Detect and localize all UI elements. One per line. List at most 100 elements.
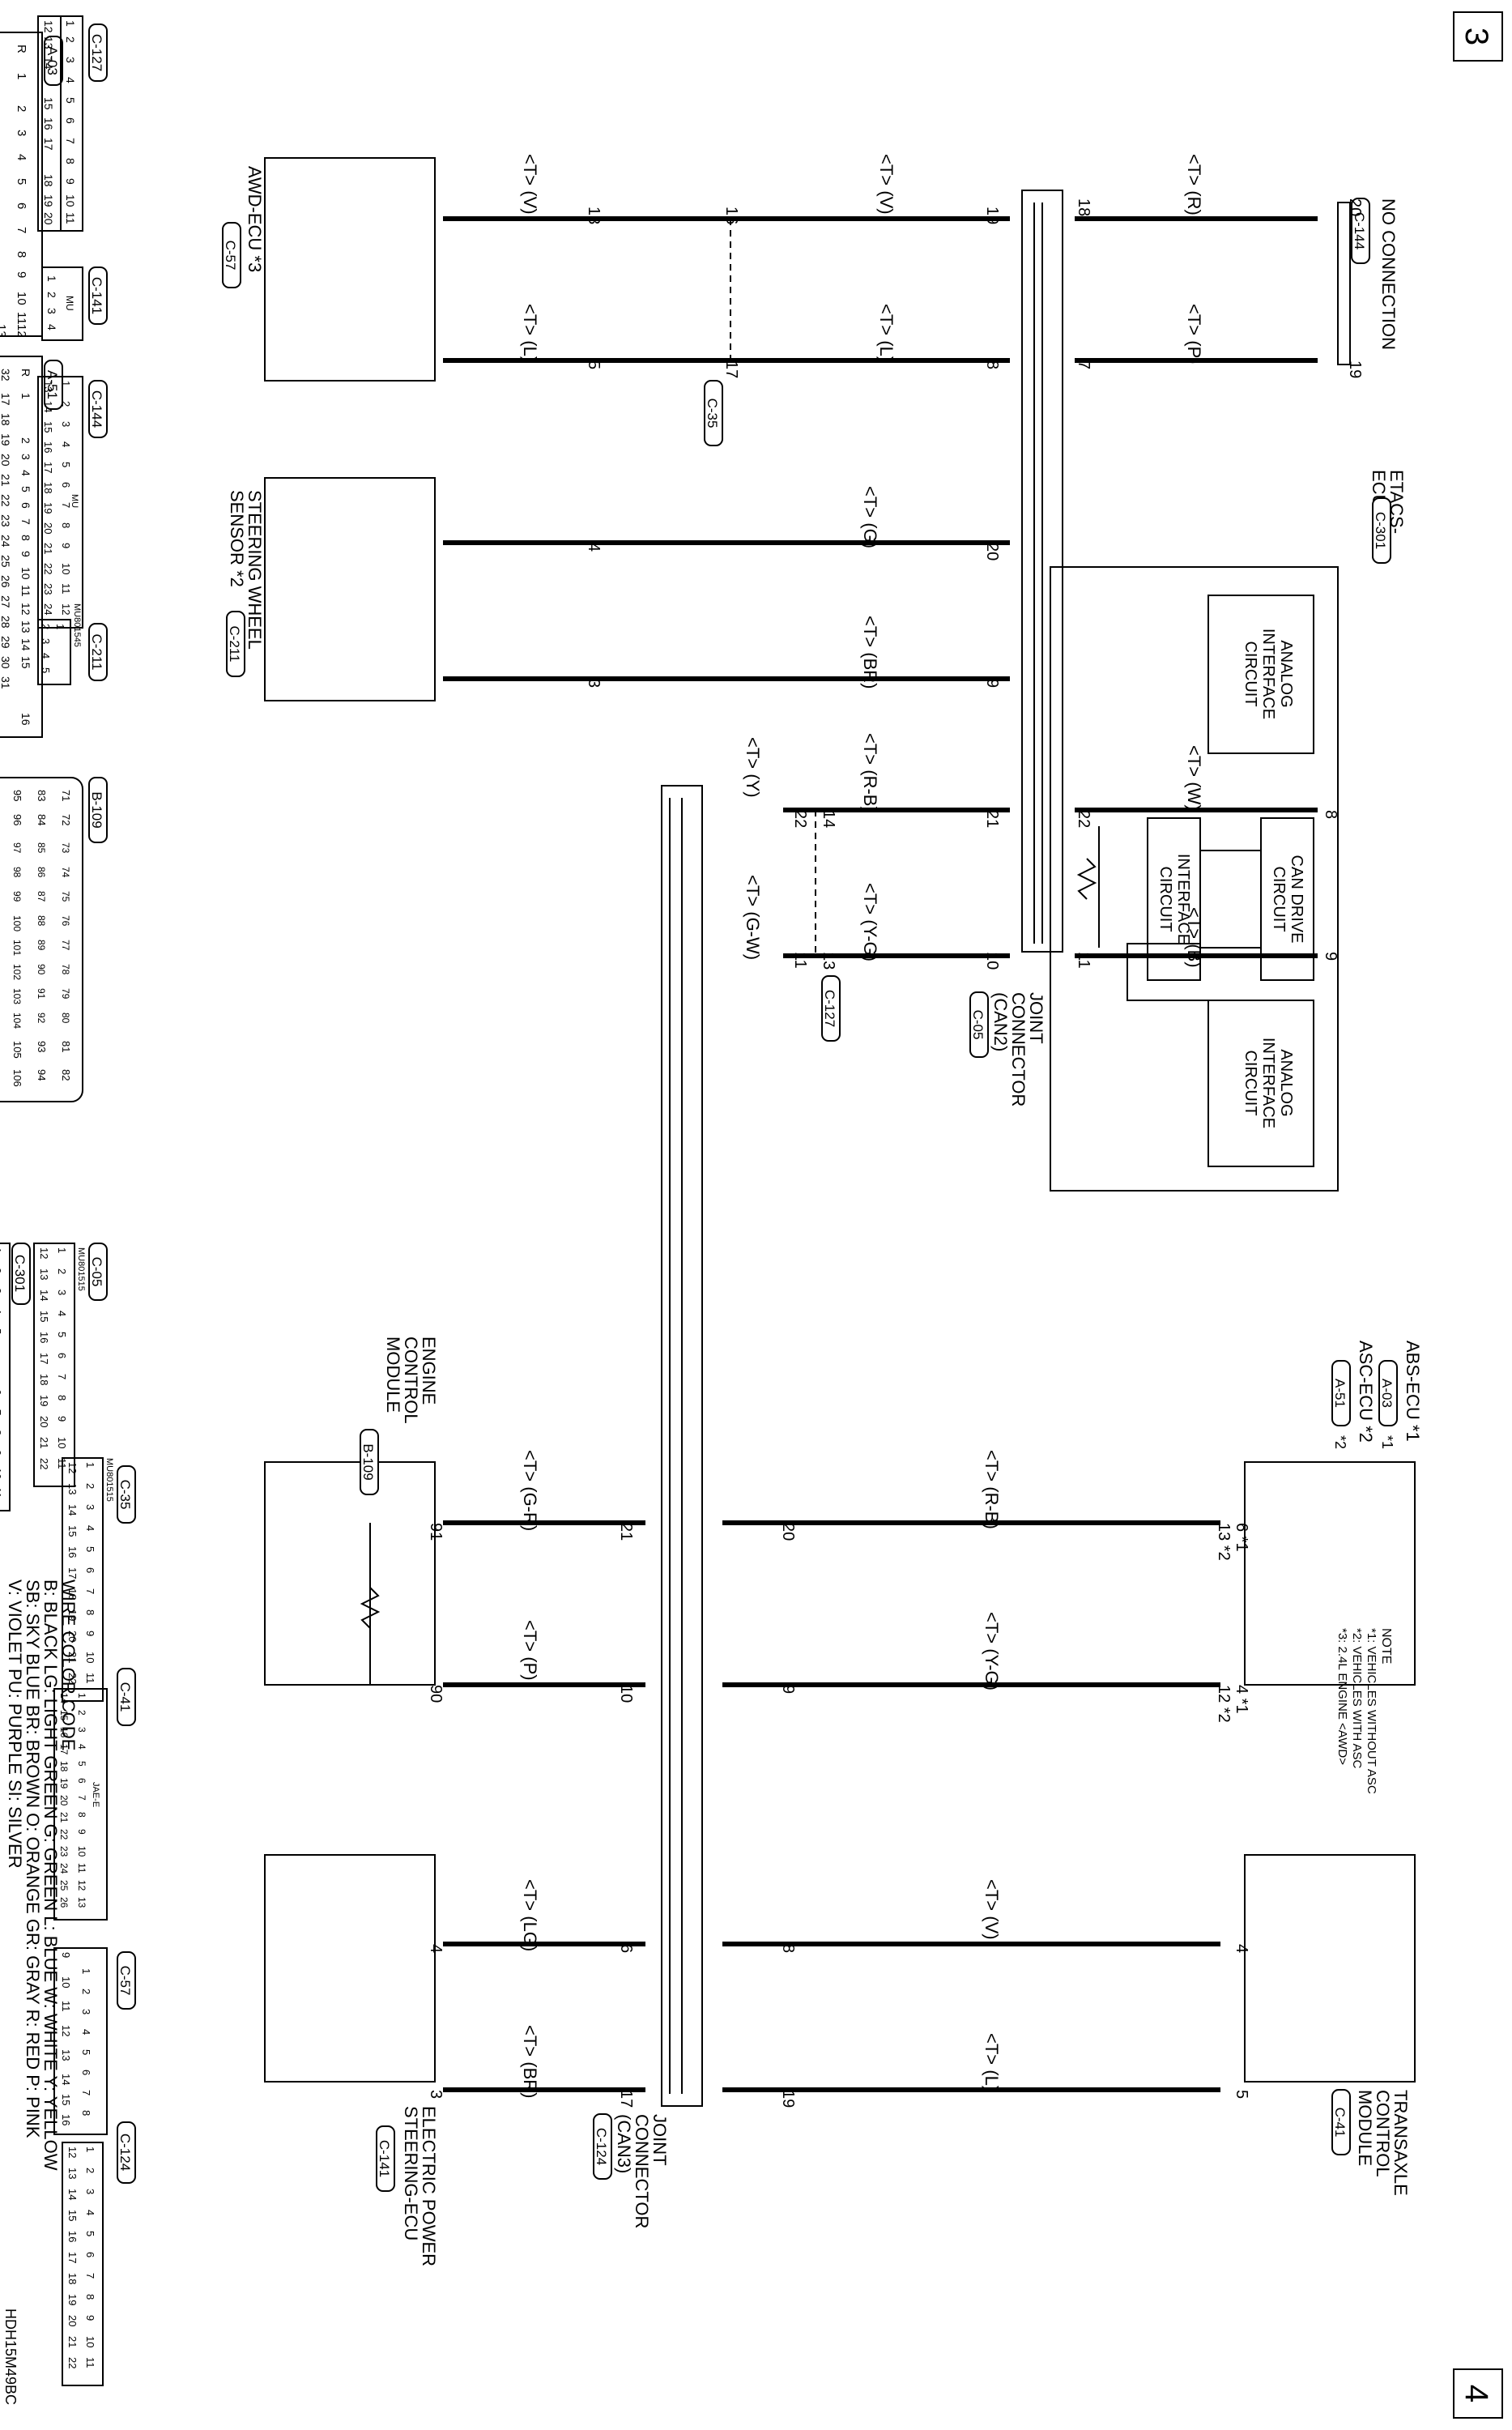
svg-text:12: 12 [66, 1462, 79, 1473]
svg-text:5: 5 [56, 1332, 68, 1337]
svg-text:21: 21 [42, 543, 54, 554]
svg-text:3: 3 [60, 421, 72, 427]
svg-text:10: 10 [19, 567, 32, 580]
page-marker-left: 3 [1453, 11, 1503, 62]
svg-text:4: 4 [60, 441, 72, 447]
svg-text:3: 3 [585, 679, 603, 688]
svg-text:86: 86 [36, 867, 47, 878]
svg-text:75: 75 [60, 891, 71, 902]
svg-text:ELECTRIC POWER: ELECTRIC POWER [419, 2106, 439, 2266]
svg-text:18: 18 [66, 2273, 79, 2284]
svg-text:9: 9 [60, 543, 72, 548]
svg-text:5: 5 [84, 1546, 96, 1552]
svg-text:<T> (V): <T> (V) [520, 154, 540, 215]
svg-text:7: 7 [1075, 360, 1092, 369]
svg-text:18: 18 [38, 1374, 50, 1385]
svg-text:15: 15 [38, 1311, 50, 1322]
svg-text:12: 12 [66, 2146, 79, 2158]
svg-text:ENGINE: ENGINE [419, 1336, 439, 1405]
svg-text:(CAN3): (CAN3) [614, 2114, 634, 2173]
svg-text:3: 3 [56, 1290, 68, 1295]
svg-text:14: 14 [42, 57, 55, 70]
svg-text:21: 21 [58, 1812, 70, 1823]
svg-text:6: 6 [84, 2252, 96, 2257]
svg-text:15: 15 [42, 421, 54, 433]
svg-text:7: 7 [56, 1374, 68, 1379]
svg-text:5: 5 [80, 2049, 92, 2055]
svg-text:11: 11 [60, 2001, 72, 2012]
svg-text:CIRCUIT: CIRCUIT [1242, 1050, 1259, 1115]
svg-text:32: 32 [0, 369, 12, 382]
svg-text:22: 22 [66, 2357, 79, 2368]
svg-text:2: 2 [15, 105, 28, 112]
svg-text:7: 7 [84, 2273, 96, 2279]
svg-text:4: 4 [80, 2029, 92, 2035]
svg-text:19: 19 [58, 1778, 70, 1789]
svg-text:C-144: C-144 [89, 390, 104, 428]
svg-text:99: 99 [11, 891, 23, 902]
svg-text:<T> (B): <T> (B) [1184, 907, 1204, 968]
svg-text:9: 9 [983, 679, 1001, 688]
connector-a51: A-51 R 1 2 3 4 5 6 7 8 9 10 11 12 13 14 … [0, 356, 63, 738]
abs-asc-ecu: ABS-ECU *1 A-03 *1 ASC-ECU *2 A-51 *2 6 … [1215, 1341, 1423, 1723]
svg-text:21: 21 [0, 474, 12, 487]
svg-text:24: 24 [42, 603, 54, 615]
svg-text:R: R [15, 45, 28, 53]
svg-text:94: 94 [36, 1069, 48, 1081]
svg-text:*2: VEHICLES WITH ASC: *2: VEHICLES WITH ASC [1350, 1628, 1364, 1769]
svg-text:1: 1 [64, 20, 77, 27]
svg-text:<T> (BR): <T> (BR) [520, 2025, 540, 2098]
svg-text:<T> (Y-G): <T> (Y-G) [860, 883, 880, 961]
svg-text:85: 85 [36, 842, 47, 854]
svg-text:2: 2 [80, 1989, 92, 1994]
svg-text:29: 29 [0, 636, 12, 649]
svg-text:CAN DRIVE: CAN DRIVE [1288, 855, 1305, 944]
svg-text:A-51: A-51 [1332, 1379, 1348, 1408]
svg-text:C-301: C-301 [1373, 512, 1388, 549]
svg-text:1: 1 [84, 2146, 96, 2152]
svg-text:MODULE: MODULE [1355, 2090, 1375, 2166]
svg-text:11: 11 [19, 585, 32, 597]
svg-text:<T> (G-R): <T> (G-R) [520, 1450, 540, 1531]
svg-text:<T> (BR): <T> (BR) [860, 616, 880, 688]
svg-text:13: 13 [76, 1897, 87, 1908]
svg-text:MODULE: MODULE [383, 1336, 403, 1413]
svg-text:7: 7 [80, 2090, 92, 2095]
svg-text:18: 18 [0, 413, 12, 426]
svg-text:15: 15 [58, 1710, 70, 1721]
svg-text:NOTE: NOTE [1379, 1628, 1393, 1664]
svg-text:104: 104 [11, 1013, 23, 1029]
svg-text:C-124: C-124 [594, 2128, 609, 2165]
svg-text:12: 12 [76, 1880, 87, 1891]
svg-text:16: 16 [42, 117, 55, 130]
svg-text:9: 9 [56, 1416, 68, 1422]
svg-text:TRANSAXLE: TRANSAXLE [1391, 2090, 1411, 2196]
svg-text:14: 14 [66, 2189, 79, 2200]
svg-text:87: 87 [36, 891, 47, 902]
svg-text:9: 9 [779, 1685, 797, 1694]
svg-text:8: 8 [80, 2110, 92, 2116]
svg-text:22: 22 [1075, 810, 1092, 828]
svg-text:C-05: C-05 [89, 1257, 104, 1287]
svg-text:<T> (R-B): <T> (R-B) [860, 733, 880, 812]
svg-text:14: 14 [38, 1290, 50, 1301]
svg-text:<T> (R): <T> (R) [1184, 154, 1204, 215]
svg-text:MU801515: MU801515 [104, 1458, 114, 1502]
svg-text:88: 88 [36, 915, 47, 927]
svg-text:6: 6 [60, 482, 72, 488]
svg-text:91: 91 [36, 988, 47, 1000]
svg-text:NO CONNECTION: NO CONNECTION [1378, 198, 1399, 350]
svg-text:C-211: C-211 [227, 625, 242, 662]
svg-text:26: 26 [58, 1897, 70, 1908]
svg-text:20: 20 [779, 1523, 797, 1541]
svg-text:<T> (P): <T> (P) [520, 1620, 540, 1681]
svg-text:8: 8 [84, 2294, 96, 2300]
svg-text:16: 16 [66, 1546, 79, 1558]
svg-text:MU: MU [64, 296, 75, 311]
svg-text:1: 1 [45, 275, 58, 282]
svg-text:<T> (G): <T> (G) [860, 486, 880, 548]
svg-text:<T> (Y-G): <T> (Y-G) [982, 1612, 1002, 1690]
svg-text:16: 16 [66, 2231, 79, 2242]
svg-text:AWD-ECU *3: AWD-ECU *3 [245, 166, 265, 272]
